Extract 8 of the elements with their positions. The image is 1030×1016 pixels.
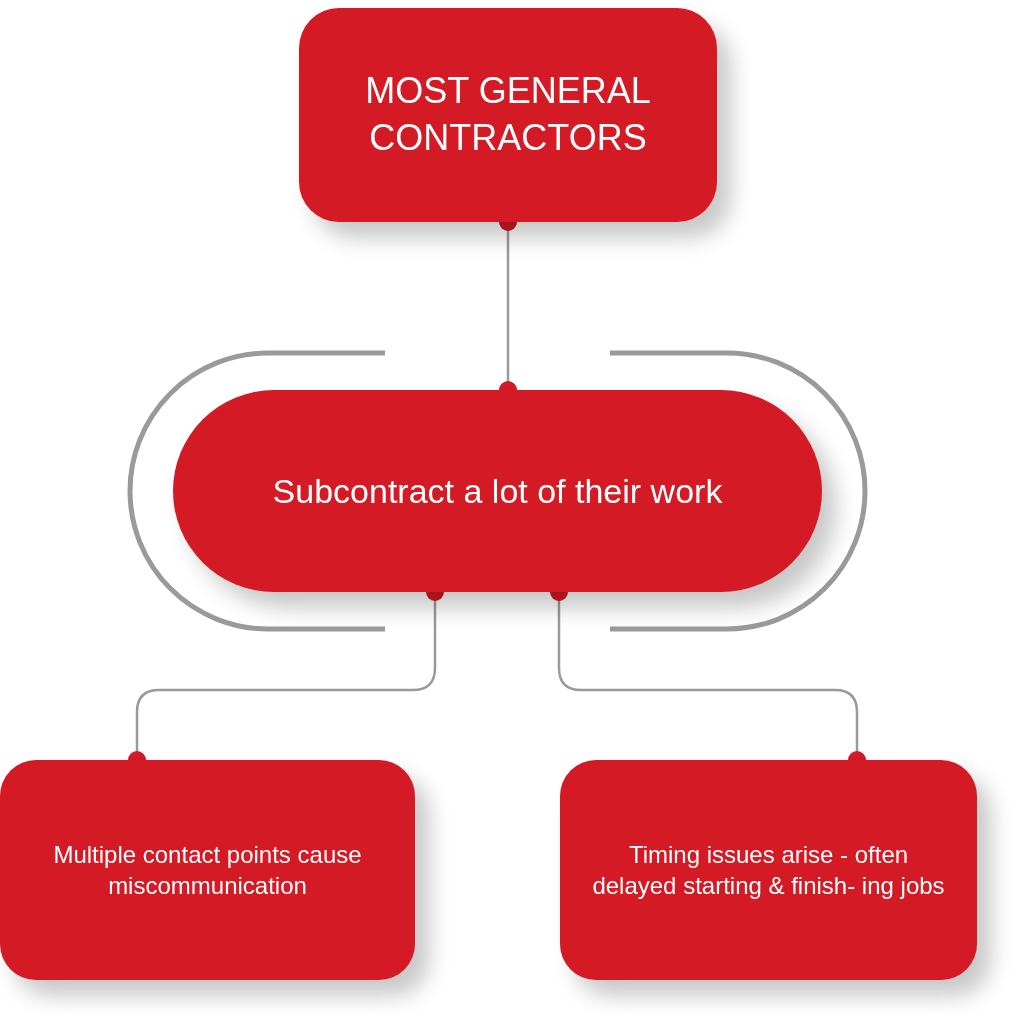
rounded-box [299, 8, 717, 222]
rounded-box [560, 760, 977, 980]
rounded-box [173, 390, 822, 592]
box-text: Subcontract a lot of their work [272, 470, 723, 512]
box-text: MOST GENERAL CONTRACTORS [364, 69, 652, 160]
box-text: Timing issues arise - often delayed starting & finish- ing jobs [591, 839, 946, 901]
box-text: Multiple contact points cause miscommunication [52, 839, 363, 901]
rounded-box [0, 760, 415, 980]
